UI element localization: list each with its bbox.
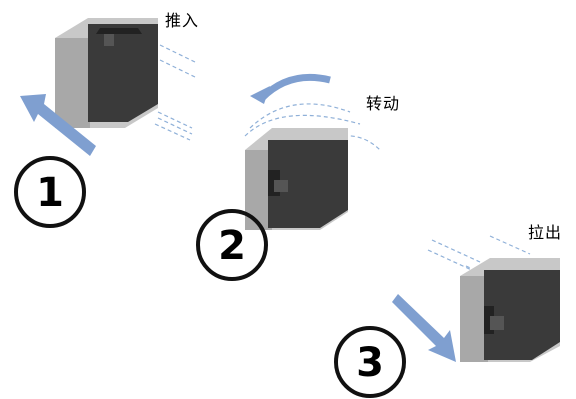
step-number-3: 3: [356, 340, 384, 386]
step-label-3: 拉出: [528, 223, 562, 242]
guide-lines-1: [154, 44, 196, 141]
step-3: 3 拉出: [334, 223, 562, 398]
cube-2: [245, 128, 348, 230]
step-number-3-badge: 3: [334, 326, 406, 398]
step-number-1: 1: [36, 170, 64, 216]
push-arrow: [20, 94, 96, 156]
cube-3: [460, 258, 560, 362]
step-2: 2 转动: [196, 73, 400, 281]
guide-lines-2: [244, 103, 381, 151]
step-number-2: 2: [218, 223, 246, 269]
step-label-1: 推入: [165, 11, 199, 30]
step-number-1-badge: 1: [14, 156, 86, 228]
pull-arrow: [392, 294, 456, 362]
step-number-2-badge: 2: [196, 209, 268, 281]
cube-1: [55, 18, 158, 128]
step-1: 1 推入: [14, 11, 199, 228]
rotate-arrow: [250, 73, 331, 104]
step-label-2: 转动: [366, 94, 400, 113]
